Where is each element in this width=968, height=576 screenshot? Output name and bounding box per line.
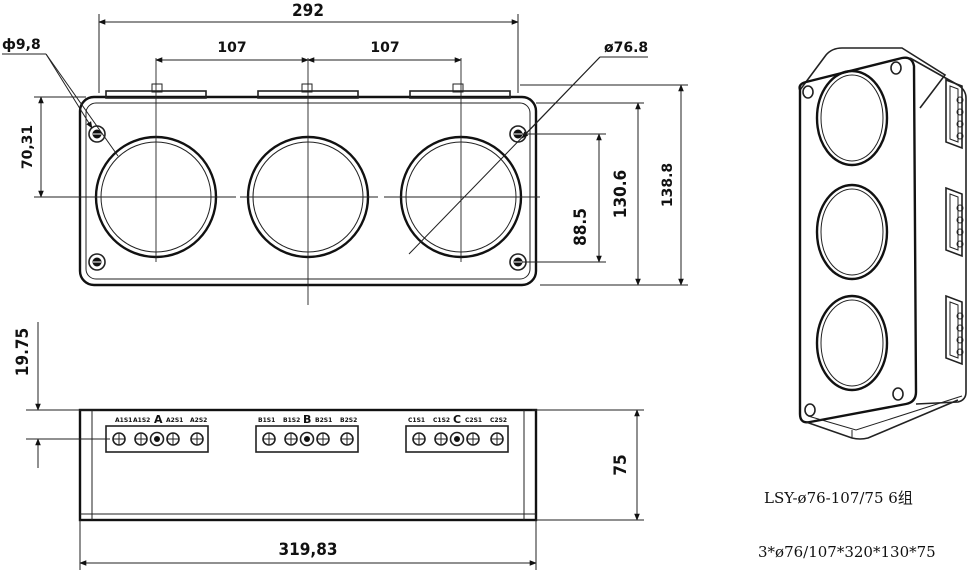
term-c2s1: C2S1	[465, 417, 482, 424]
dim-pitch: 107 107	[155, 40, 462, 63]
side-view: A1S1 A1S2 A A2S1 A2S2 B1S1 B1S2 B B2S1 B…	[13, 322, 644, 570]
caption-spec: 3*ø76/107*320*130*75	[758, 543, 936, 561]
iso-front-face	[798, 56, 918, 424]
term-b1s2: B1S2	[283, 417, 300, 424]
term-b2s1: B2S1	[315, 417, 332, 424]
term-c2s2: C2S2	[490, 417, 507, 424]
letter-a: A	[154, 413, 163, 426]
dim-19-75: 19.75	[13, 322, 110, 468]
isometric-view	[798, 47, 967, 440]
term-a2s1: A2S1	[166, 417, 183, 424]
pitch-right-label: 107	[370, 40, 399, 56]
dim-130-6: 130.6	[536, 102, 644, 286]
dim-inner-label: 88.5	[571, 208, 591, 246]
term-c1s2: C1S2	[433, 417, 450, 424]
dim-138-8: 138.8	[520, 84, 688, 286]
term-c1s1: C1S1	[408, 417, 425, 424]
iso-hole-1	[815, 69, 889, 167]
term-a1s2: A1S2	[133, 417, 150, 424]
term-b1s1: B1S1	[258, 417, 275, 424]
dim-outer-label: 138.8	[660, 163, 676, 207]
screw-dia-label: ф9,8	[2, 37, 41, 53]
screw-offset-label: 70,31	[20, 125, 36, 169]
iso-terminal-blocks	[945, 78, 964, 366]
pitch-left-label: 107	[217, 40, 246, 56]
dim-88-5: 88.5	[522, 133, 606, 263]
iso-screws	[802, 61, 904, 417]
dim-70-31: 70,31	[20, 96, 98, 198]
letter-c: C	[453, 413, 461, 426]
terminal-block-a: A1S1 A1S2 A A2S1 A2S2	[105, 413, 209, 453]
length-label: 319,83	[278, 540, 337, 560]
mounting-screws	[88, 125, 527, 271]
dim-319-83: 319,83	[79, 520, 537, 570]
side-body-outline	[78, 408, 538, 522]
dim-292: 292	[98, 1, 519, 93]
term-b2s2: B2S2	[340, 417, 357, 424]
terminal-block-b: B1S1 B1S2 B B2S1 B2S2	[255, 413, 359, 453]
caption-model: LSY-ø76-107/75 6组	[764, 489, 913, 507]
terminal-block-c: C1S1 C1S2 C C2S1 C2S2	[405, 413, 509, 453]
letter-b: B	[303, 413, 311, 426]
center-lines	[82, 58, 540, 305]
term-a2s2: A2S2	[190, 417, 207, 424]
front-view: 292 107 107 ф9,8 ø76.8 70,31	[2, 1, 688, 305]
width-total-label: 292	[292, 1, 324, 21]
leader-screw-dia: ф9,8	[2, 37, 119, 157]
iso-hole-3	[815, 294, 889, 392]
hole-dia-label: ø76.8	[604, 40, 648, 56]
dim-mid-label: 130.6	[611, 170, 631, 218]
iso-hole-2	[815, 183, 889, 281]
term-a1s1: A1S1	[115, 417, 132, 424]
top-gap-label: 19.75	[13, 328, 33, 376]
dim-75: 75	[532, 409, 644, 521]
height-label: 75	[611, 454, 631, 475]
leader-hole-dia: ø76.8	[408, 40, 648, 255]
